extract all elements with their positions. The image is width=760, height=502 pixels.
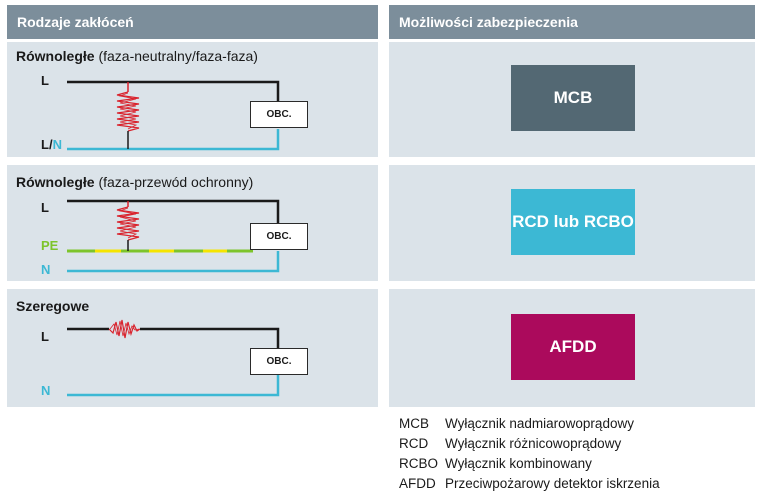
neutral-wire (67, 375, 280, 397)
legend-item-rcd: RCD Wyłącznik różnicowoprądowy (399, 436, 621, 451)
legend-text: Przeciwpożarowy detektor iskrzenia (445, 476, 660, 491)
panel-title-rest: (faza-neutralny/faza-faza) (94, 48, 258, 64)
fault-panel-parallel-phase-neutral: Równoległe (faza-neutralny/faza-faza) L … (7, 42, 378, 157)
load-box: OBC. (250, 348, 308, 375)
panel-title: Równoległe (faza-przewód ochronny) (16, 174, 253, 190)
fault-panel-parallel-phase-pe: Równoległe (faza-przewód ochronny) L PE … (7, 165, 378, 281)
label-pe: PE (41, 238, 59, 253)
legend-abbr: RCD (399, 436, 429, 451)
legend-abbr: RCBO (399, 456, 439, 471)
label-l: L (41, 329, 49, 344)
circuit-diagram (67, 199, 280, 273)
label-l-part: L/ (41, 137, 53, 152)
load-box: OBC. (250, 101, 308, 128)
right-header: Możliwości zabezpieczenia (389, 5, 755, 39)
legend-abbr: AFDD (399, 476, 436, 491)
legend-text: Wyłącznik nadmiarowoprądowy (445, 416, 634, 431)
fault-panel-series: Szeregowe L N OBC. (7, 289, 378, 407)
phase-wire (67, 80, 280, 102)
fault-zigzag (116, 206, 140, 241)
label-ln: L/N (41, 137, 62, 152)
phase-wire (67, 199, 280, 223)
legend-item-mcb: MCB Wyłącznik nadmiarowoprądowy (399, 416, 634, 431)
label-n: N (41, 383, 51, 398)
fault-zigzag-2 (118, 92, 138, 130)
fault-zigzag-2 (118, 207, 138, 239)
label-n: N (41, 262, 51, 277)
neutral-wire (67, 129, 280, 151)
label-n-part: N (52, 137, 62, 152)
panel-title-bold: Szeregowe (16, 298, 90, 314)
panel-title-bold: Równoległe (16, 48, 95, 64)
legend-text: Wyłącznik różnicowoprądowy (445, 436, 622, 451)
fault-zigzag-series-2 (109, 320, 140, 337)
legend-item-rcbo: RCBO Wyłącznik kombinowany (399, 456, 592, 471)
protection-afdd: AFDD (511, 314, 635, 380)
circuit-diagram (67, 80, 280, 151)
panel-title: Szeregowe (16, 298, 89, 314)
panel-title-bold: Równoległe (16, 174, 95, 190)
neutral-wire (67, 251, 280, 273)
fault-zigzag-series (108, 319, 141, 339)
protection-rcd-rcbo: RCD lub RCBO (511, 189, 635, 255)
protection-mcb: MCB (511, 65, 635, 131)
legend-abbr: MCB (399, 416, 429, 431)
left-header: Rodzaje zakłóceń (7, 5, 378, 39)
panel-title: Równoległe (faza-neutralny/faza-faza) (16, 48, 258, 64)
legend-item-afdd: AFDD Przeciwpożarowy detektor iskrzenia (399, 476, 660, 491)
label-l: L (41, 73, 49, 88)
legend-text: Wyłącznik kombinowany (445, 456, 592, 471)
phase-wire-right (140, 327, 280, 349)
circuit-diagram (67, 319, 280, 397)
panel-title-rest: (faza-przewód ochronny) (94, 174, 254, 190)
label-l: L (41, 200, 49, 215)
load-box: OBC. (250, 223, 308, 250)
